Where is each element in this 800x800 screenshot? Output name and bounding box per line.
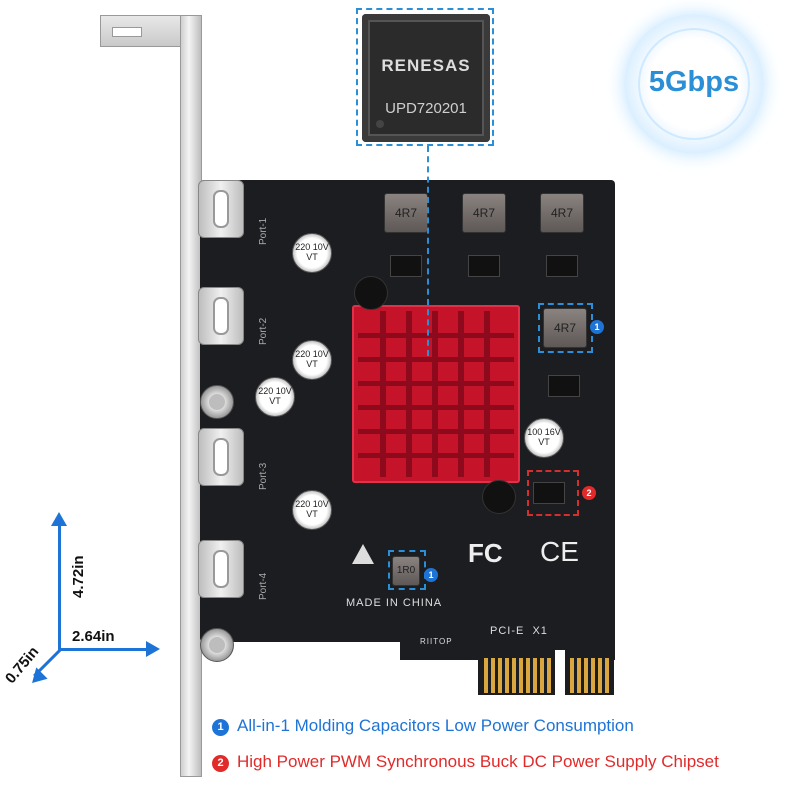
speed-text: 5Gbps — [648, 66, 740, 98]
port-label-4: Port-4 — [258, 572, 269, 600]
usb-c-port-3 — [198, 428, 244, 486]
red-heatsink — [352, 305, 520, 483]
inductor-3: 4R7 — [540, 193, 584, 233]
chip-callout-frame — [356, 8, 494, 146]
capacitor-4: 220 10V VT — [292, 490, 332, 530]
pwm-ic-3 — [546, 255, 578, 277]
feature-1-text: All-in-1 Molding Capacitors Low Power Co… — [237, 716, 634, 735]
width-arrow — [60, 648, 148, 651]
usb-c-port-4 — [198, 540, 244, 598]
bracket-slot — [112, 27, 142, 37]
esd-warning-icon — [352, 544, 374, 564]
width-arrow-head — [146, 641, 160, 657]
marker-1-small: 1 — [424, 568, 438, 582]
port-label-1: Port-1 — [258, 217, 269, 245]
speed-badge: 5Gbps — [624, 14, 764, 154]
depth-arrow-head — [26, 667, 48, 689]
pcie-notch — [555, 650, 565, 695]
highlight-small-inductor — [388, 550, 426, 590]
highlight-inductor — [538, 303, 593, 353]
usb-c-port-2 — [198, 287, 244, 345]
width-dimension: 2.64in — [72, 628, 115, 645]
pwm-ic-2 — [468, 255, 500, 277]
bracket-screw-top — [200, 385, 234, 419]
pwm-ic-1 — [390, 255, 422, 277]
feature-2-number: 2 — [212, 755, 229, 772]
feature-1-number: 1 — [212, 719, 229, 736]
capacitor-2: 220 10V VT — [292, 340, 332, 380]
height-arrow — [58, 522, 61, 650]
feature-1: 1 All-in-1 Molding Capacitors Low Power C… — [212, 716, 634, 736]
heatsink-pin-top — [354, 276, 388, 310]
pwm-ic-5 — [533, 482, 565, 504]
made-in-label: MADE IN CHINA — [346, 597, 443, 609]
marker-1-inductor: 1 — [590, 320, 604, 334]
height-arrow-head — [51, 512, 67, 526]
heatsink-pin-bottom — [482, 480, 516, 514]
interface-label: PCI-E X1 — [490, 625, 548, 637]
chip-brand: RENESAS — [381, 56, 471, 75]
capacitor-5: 100 16V VT — [524, 418, 564, 458]
feature-2: 2 High Power PWM Synchronous Buck DC Powe… — [212, 752, 719, 772]
usb-controller-chip: RENESAS UPD720201 — [362, 14, 490, 142]
ce-mark: CE — [540, 536, 579, 567]
inductor-small: 1R0 — [392, 556, 420, 586]
marker-2: 2 — [582, 486, 596, 500]
highlight-pwm-chip — [527, 470, 579, 516]
height-dimension: 4.72in — [70, 555, 87, 598]
inductor-2: 4R7 — [462, 193, 506, 233]
usb-c-port-1 — [198, 180, 244, 238]
capacitor-3: 220 10V VT — [255, 377, 295, 417]
fc-mark: FC — [468, 538, 503, 568]
inductor-1: 4R7 — [384, 193, 428, 233]
pcie-gold-fingers — [478, 650, 614, 695]
metal-bracket — [180, 15, 202, 777]
port-label-3: Port-3 — [258, 462, 269, 490]
inductor-4: 4R7 — [543, 308, 587, 348]
feature-2-text: High Power PWM Synchronous Buck DC Power… — [237, 752, 719, 771]
chip-callout-line — [427, 146, 429, 356]
pwm-ic-4 — [548, 375, 580, 397]
port-label-2: Port-2 — [258, 317, 269, 345]
capacitor-1: 220 10V VT — [292, 233, 332, 273]
bracket-screw-bottom — [200, 628, 234, 662]
chip-model: UPD720201 — [385, 100, 467, 117]
brand-mark: RIITOP — [420, 637, 453, 646]
